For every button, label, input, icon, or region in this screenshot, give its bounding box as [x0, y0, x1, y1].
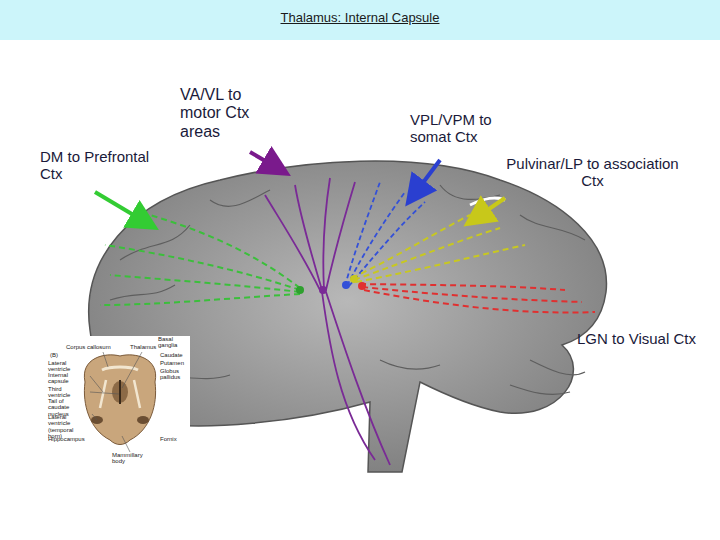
- inset-label: Hippocampus: [48, 436, 88, 442]
- lgn-fibers: [360, 284, 595, 313]
- inset-leaders: [90, 352, 142, 452]
- va-vl-pointer: [250, 152, 284, 172]
- annotation: VA/VL to motor Ctx areas: [180, 86, 260, 141]
- inset-label: Globus pallidus: [160, 368, 190, 381]
- vpl-vpm-pointer: [410, 160, 440, 200]
- inset-label: (B): [50, 352, 64, 358]
- annotation: Pulvinar/LP to association Ctx: [505, 155, 680, 190]
- inset-label: Corpus callosum: [66, 344, 116, 350]
- inset-label: Third ventricle: [48, 386, 78, 399]
- pulvinar-pointer: [470, 198, 505, 222]
- dm-fibers: [100, 215, 300, 305]
- va-vl-fibers: [265, 178, 390, 465]
- inset-label: Putamen: [160, 360, 190, 366]
- inset-label: Lateral ventricle: [48, 360, 78, 373]
- thalamic-nuclei: [296, 275, 366, 294]
- inset-frame: [44, 336, 190, 506]
- inset-label: Mammillary body: [112, 452, 152, 465]
- inset-label: Internal capsule: [48, 372, 82, 385]
- annotation: LGN to Visual Ctx: [577, 330, 697, 347]
- annotation: DM to Prefrontal Ctx: [40, 148, 165, 183]
- coronal-slice: [84, 355, 155, 445]
- gyri: [110, 185, 585, 394]
- inset-label: Lateral ventricle (temporal horn): [48, 414, 86, 439]
- inset-label: Basal ganglia: [158, 336, 190, 349]
- pulvinar-fibers: [352, 215, 525, 282]
- dm-pointer: [95, 192, 152, 226]
- inset-label: Fornix: [160, 436, 188, 442]
- inset-label: Caudate: [160, 352, 190, 358]
- inset-label: Thalamus: [130, 344, 160, 350]
- slide-title: Thalamus: Internal Capsule: [0, 10, 720, 25]
- annotation: VPL/VPM to somat Ctx: [410, 111, 530, 146]
